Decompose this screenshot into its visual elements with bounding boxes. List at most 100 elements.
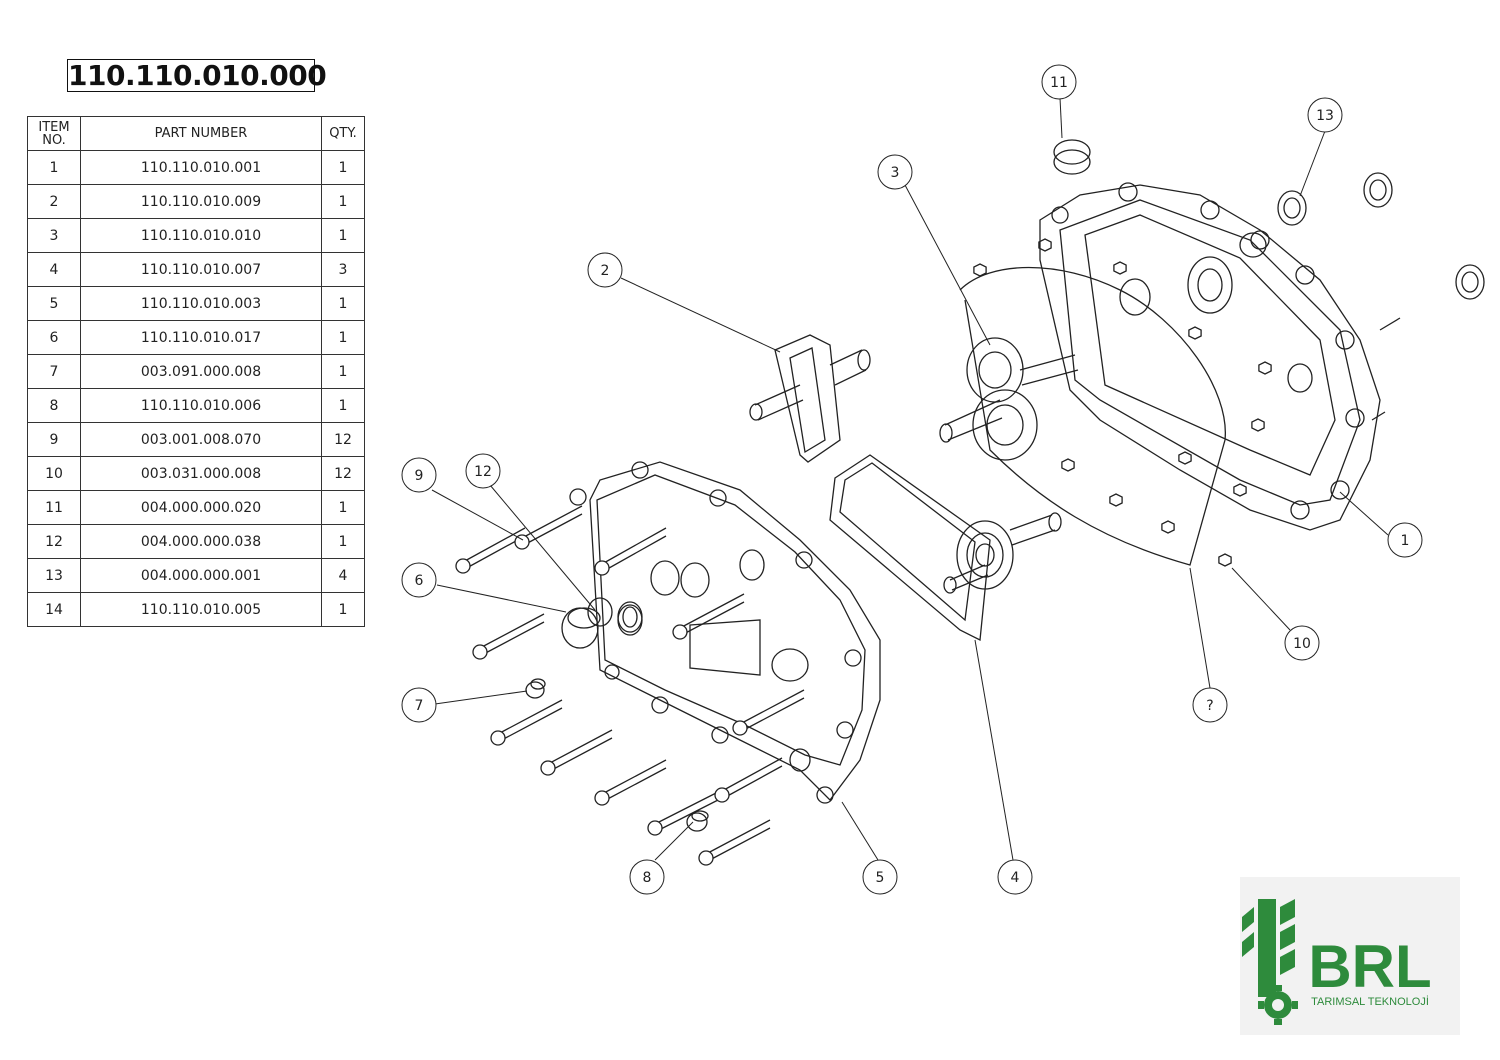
balloon-9: 9 — [401, 457, 437, 493]
hex-nut — [1161, 520, 1175, 534]
part-number-cell: 110.110.010.003 — [80, 286, 322, 321]
qty-cell: 1 — [321, 388, 365, 423]
hex-nut — [1218, 553, 1232, 567]
part-number-cell: 110.110.010.017 — [80, 320, 322, 355]
bolt-head — [714, 787, 730, 803]
sprocket-shaft-part — [939, 337, 1079, 461]
balloon-label: 5 — [876, 870, 885, 886]
drawing-number: 110.110.010.000 — [67, 59, 327, 92]
bolt — [455, 527, 526, 574]
balloon-label: ? — [1206, 698, 1213, 714]
balloon-label: 6 — [415, 573, 424, 589]
bolt-head — [490, 730, 506, 746]
bolt — [514, 505, 583, 550]
item-no-cell: 2 — [27, 184, 81, 219]
balloon-6: 6 — [401, 562, 437, 598]
item-no-cell: 6 — [27, 320, 81, 355]
logo-brand-text: BRL — [1308, 933, 1431, 1000]
leader-lines — [431, 97, 1389, 861]
item-no-cell: 3 — [27, 218, 81, 253]
qty-cell: 3 — [321, 252, 365, 287]
bolt — [714, 757, 783, 803]
part-number-cell: 004.000.000.001 — [80, 558, 322, 593]
balloon-circle — [401, 457, 437, 493]
bolt — [594, 527, 667, 576]
balloon-label: 10 — [1293, 636, 1311, 652]
balloon-10: 10 — [1284, 625, 1320, 661]
bolt-head — [472, 644, 488, 660]
balloon-12: 12 — [465, 453, 501, 489]
bolt-head — [647, 820, 663, 836]
bolt-head — [540, 760, 556, 776]
balloon-label: 11 — [1050, 75, 1068, 91]
balloon-circle — [862, 859, 898, 895]
bolt — [490, 699, 563, 746]
qty-cell: 1 — [321, 184, 365, 219]
qty-cell: 1 — [321, 286, 365, 321]
qty-cell: 4 — [321, 558, 365, 593]
balloon-label: 8 — [643, 870, 652, 886]
balloon-2: 2 — [587, 252, 623, 288]
balloon-13: 13 — [1307, 97, 1343, 133]
balloon-label: 3 — [891, 165, 900, 181]
bolt — [540, 729, 613, 776]
item-no-cell: 14 — [27, 592, 81, 627]
bolt-head — [732, 720, 748, 736]
item-no-cell: 10 — [27, 456, 81, 491]
qty-cell: 1 — [321, 524, 365, 559]
balloon-label: 4 — [1011, 870, 1020, 886]
balloon-circle — [1192, 687, 1228, 723]
balloon-11: 11 — [1041, 64, 1077, 100]
bolt-shank — [654, 790, 721, 833]
bolt — [698, 819, 771, 866]
balloon-label: 13 — [1316, 108, 1334, 124]
balloon-circle — [1307, 97, 1343, 133]
hex-nut — [1188, 326, 1202, 340]
balloon-label: 9 — [415, 468, 424, 484]
bolt-shank — [679, 593, 745, 637]
qty-cell: 1 — [321, 592, 365, 627]
qty-cell: 1 — [321, 490, 365, 525]
balloon-label: 1 — [1401, 533, 1410, 549]
bolt — [647, 790, 721, 836]
hex-nut — [1258, 361, 1272, 375]
bolt-head — [672, 624, 688, 640]
bolt-shank — [739, 689, 805, 733]
hex-nut — [1038, 238, 1052, 252]
bolt-head — [594, 560, 610, 576]
hex-nut — [1178, 451, 1192, 465]
part-number-cell: 110.110.010.001 — [80, 150, 322, 185]
hex-nut — [1233, 483, 1247, 497]
balloon-circle — [401, 687, 437, 723]
tensioner-arm-part — [829, 454, 1062, 642]
qty-cell: 1 — [321, 150, 365, 185]
bolt-shank — [547, 729, 613, 773]
balloon-label: 12 — [474, 464, 492, 480]
balloon-5: 5 — [862, 859, 898, 895]
hex-nut — [1113, 261, 1127, 275]
bolt-head — [514, 534, 530, 550]
bolt-shank — [497, 699, 563, 743]
bolt-shank — [601, 759, 667, 803]
hex-nut — [1061, 458, 1075, 472]
bolt-shank — [601, 527, 667, 573]
balloon-circle — [877, 154, 913, 190]
brl-logo: BRL TARIMSAL TEKNOLOJİ — [1240, 877, 1460, 1035]
balloon-7: 7 — [401, 687, 437, 723]
part-number-cell: 003.091.000.008 — [80, 354, 322, 389]
part-number-cell: 110.110.010.005 — [80, 592, 322, 627]
nut-parts — [973, 238, 1272, 567]
balloon-label: 7 — [415, 698, 424, 714]
balloon-circle — [629, 859, 665, 895]
qty-cell: 12 — [321, 456, 365, 491]
